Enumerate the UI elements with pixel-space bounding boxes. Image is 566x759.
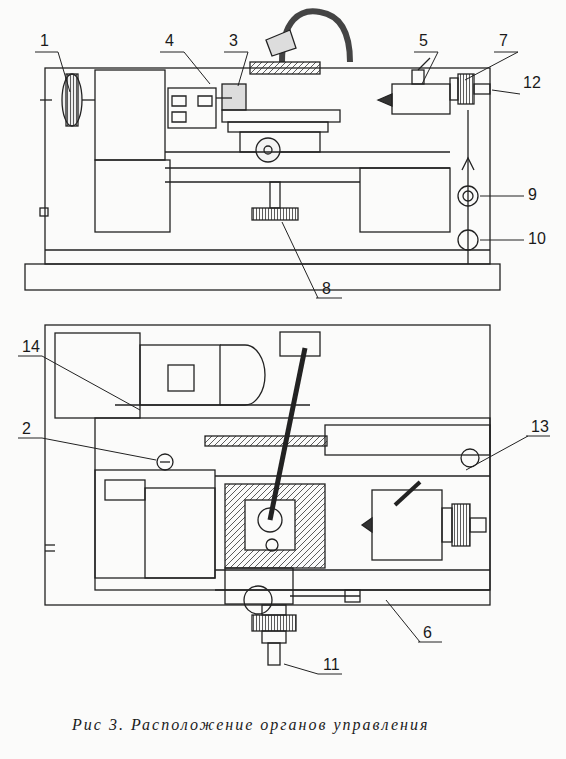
callout-number: 3 bbox=[229, 32, 238, 50]
callout-number: 2 bbox=[22, 420, 31, 438]
leader-lines bbox=[18, 52, 550, 674]
top-view bbox=[45, 325, 490, 665]
callout-number: 5 bbox=[419, 32, 428, 50]
callout-number: 4 bbox=[165, 32, 174, 50]
callout-number: 9 bbox=[528, 186, 537, 204]
callout-number: 1 bbox=[40, 32, 49, 50]
callout-number: 7 bbox=[499, 32, 508, 50]
callout-number: 13 bbox=[531, 418, 549, 436]
callout-number: 14 bbox=[22, 338, 40, 356]
callout-number: 6 bbox=[423, 624, 432, 642]
front-view bbox=[25, 11, 500, 290]
callout-number: 11 bbox=[323, 656, 340, 674]
callout-number: 10 bbox=[528, 230, 546, 248]
callout-number: 8 bbox=[322, 280, 331, 298]
figure-caption: Рис 3. Расположение органов управления bbox=[72, 716, 429, 734]
callout-number: 12 bbox=[523, 74, 541, 92]
